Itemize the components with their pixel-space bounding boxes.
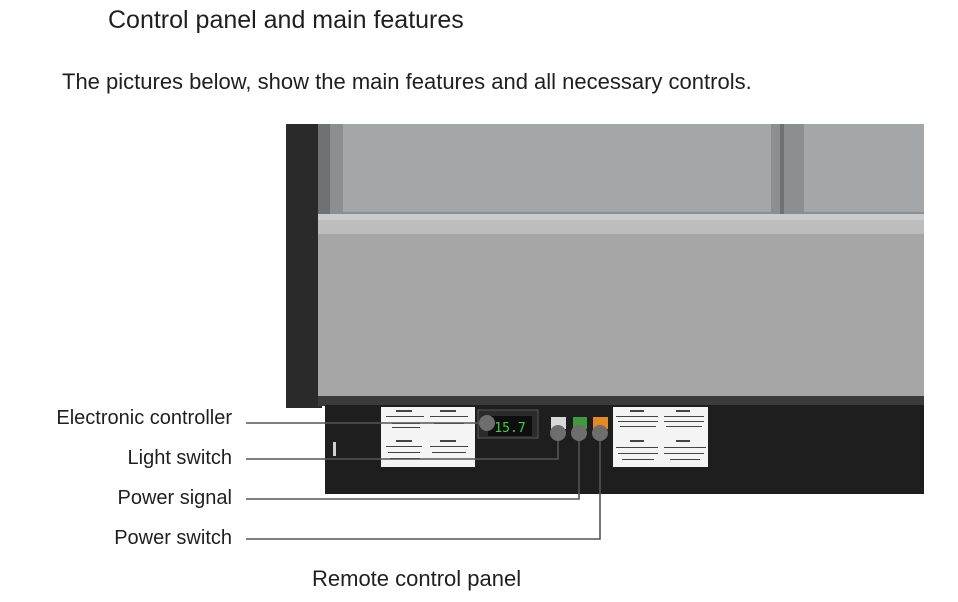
- callout-power-switch: Power switch: [114, 527, 232, 549]
- glass-pane-left: [343, 124, 771, 212]
- figure-caption: Remote control panel: [312, 566, 522, 591]
- intro-text: The pictures below, show the main featur…: [62, 69, 752, 94]
- callout-dot-electronic-controller: [479, 415, 495, 431]
- front-panel-top-edge: [318, 220, 924, 234]
- controller-screen: [488, 416, 532, 436]
- front-panel: [318, 220, 924, 398]
- base-indicator-mark: [333, 442, 336, 456]
- leader-line-power-switch: [246, 433, 601, 540]
- base-lip: [318, 396, 924, 406]
- callout-electronic-controller: Electronic controller: [56, 407, 232, 429]
- callout-dot-light-switch: [550, 425, 566, 441]
- door-bottom-trim: [318, 214, 924, 220]
- glass-pane-right: [804, 124, 924, 212]
- callout-power-signal: Power signal: [117, 487, 232, 509]
- leader-line-power-signal: [246, 433, 580, 500]
- callout-dot-power-switch: [592, 425, 608, 441]
- controller-readout: 15.7: [494, 421, 525, 436]
- section-heading: Control panel and main features: [108, 6, 464, 34]
- cabinet-side-frame: [286, 124, 322, 408]
- leader-line-light-switch: [246, 433, 559, 460]
- callout-dot-power-signal: [571, 425, 587, 441]
- callout-light-switch: Light switch: [127, 447, 233, 469]
